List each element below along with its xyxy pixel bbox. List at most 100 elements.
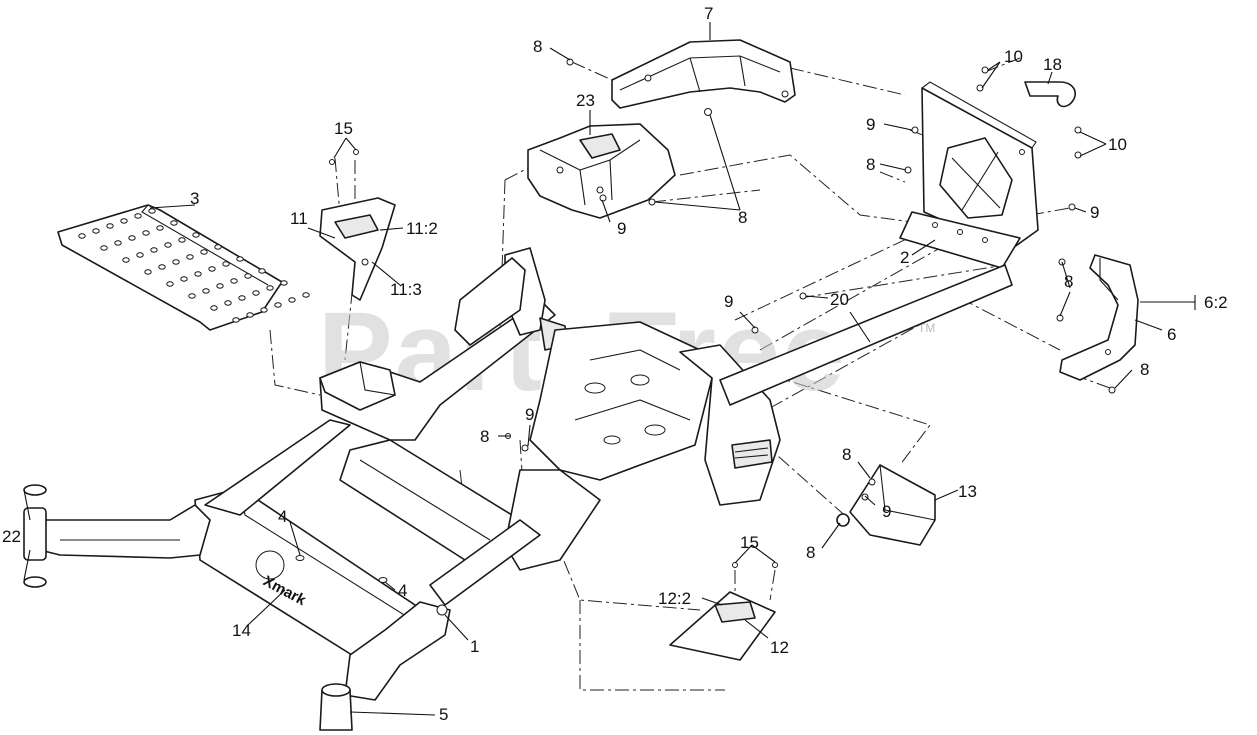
part-7-guard-bracket <box>611 39 796 109</box>
perforation-hole <box>164 242 172 248</box>
perforation-hole <box>224 300 232 306</box>
perforation-hole <box>188 293 196 299</box>
part-22-caster-bushings <box>23 484 47 588</box>
part-shield-plate <box>899 81 1039 269</box>
perforation-hole <box>120 218 128 224</box>
perforation-hole <box>128 235 136 241</box>
callout-8: 8 <box>1064 272 1073 291</box>
part-3-foot-plate <box>57 204 310 331</box>
callout-8: 8 <box>866 155 875 174</box>
callout-9: 9 <box>882 502 891 521</box>
callout-9: 9 <box>1090 203 1099 222</box>
perforation-hole <box>170 220 178 226</box>
perforation-hole <box>216 283 224 289</box>
perforation-hole <box>260 307 268 313</box>
perforation-hole <box>148 208 156 214</box>
part-23-bracket <box>527 123 676 219</box>
callout-4: 4 <box>278 507 287 526</box>
perforation-hole <box>106 223 114 229</box>
callout-18: 18 <box>1043 55 1062 74</box>
perforation-hole <box>214 244 222 250</box>
callout-9: 9 <box>724 292 733 311</box>
callout-4: 4 <box>398 581 407 600</box>
perforation-hole <box>166 281 174 287</box>
callout-labels: 7 8 10 18 23 15 9 10 8 3 11 11:2 9 8 9 2… <box>2 4 1228 724</box>
perforation-hole <box>244 273 252 279</box>
callout-5: 5 <box>439 705 448 724</box>
perforation-hole <box>122 257 130 263</box>
perforation-hole <box>266 285 274 291</box>
callout-10: 10 <box>1004 47 1023 66</box>
callout-15: 15 <box>740 533 759 552</box>
callout-12-2: 12:2 <box>658 589 691 608</box>
callout-20: 20 <box>830 290 849 309</box>
callout-22: 22 <box>2 527 21 546</box>
perforation-hole <box>144 269 152 275</box>
perforation-hole <box>150 247 158 253</box>
perforation-hole <box>156 225 164 231</box>
main-frame: Xmark <box>39 247 1013 701</box>
perforation-hole <box>258 268 266 274</box>
callout-9: 9 <box>525 405 534 424</box>
callout-11-3: 11:3 <box>390 280 422 299</box>
perforation-hole <box>252 290 260 296</box>
callout-8: 8 <box>1140 360 1149 379</box>
callout-15: 15 <box>334 119 353 138</box>
callout-8: 8 <box>842 445 851 464</box>
perforation-hole <box>246 312 254 318</box>
perforation-hole <box>186 254 194 260</box>
callout-6-2: 6:2 <box>1204 293 1228 312</box>
perforation-holes <box>78 208 310 323</box>
perforation-hole <box>136 252 144 258</box>
leader-lines <box>23 22 1196 716</box>
perforation-hole <box>236 256 244 262</box>
perforation-hole <box>180 276 188 282</box>
callout-23: 23 <box>576 91 595 110</box>
perforation-hole <box>142 230 150 236</box>
callout-14: 14 <box>232 621 251 640</box>
part-18-hook <box>1024 81 1076 108</box>
callout-13: 13 <box>958 482 977 501</box>
perforation-hole <box>280 280 288 286</box>
perforation-hole <box>230 278 238 284</box>
perforation-hole <box>232 317 240 323</box>
fasteners <box>295 58 1116 583</box>
perforation-hole <box>100 245 108 251</box>
perforation-hole <box>202 288 210 294</box>
perforation-hole <box>238 295 246 301</box>
part-11-bracket <box>319 197 396 301</box>
perforation-hole <box>158 264 166 270</box>
perforation-hole <box>178 237 186 243</box>
perforation-hole <box>194 271 202 277</box>
perforation-hole <box>78 233 86 239</box>
perforation-hole <box>222 261 230 267</box>
perforation-hole <box>92 228 100 234</box>
perforation-hole <box>134 213 142 219</box>
part-6-rear-bracket <box>1059 254 1139 381</box>
part-12-plate <box>669 591 776 661</box>
perforation-hole <box>288 297 296 303</box>
callout-12: 12 <box>770 638 789 657</box>
callout-8: 8 <box>533 37 542 56</box>
perforation-hole <box>200 249 208 255</box>
callout-11: 11 <box>290 209 308 228</box>
callout-6: 6 <box>1167 325 1176 344</box>
perforation-hole <box>172 259 180 265</box>
callout-9: 9 <box>617 219 626 238</box>
callout-9: 9 <box>866 115 875 134</box>
callout-8: 8 <box>480 427 489 446</box>
perforation-hole <box>274 302 282 308</box>
callout-1: 1 <box>470 637 479 656</box>
callout-2: 2 <box>900 248 909 267</box>
callout-11-2: 11:2 <box>406 219 438 238</box>
part-13-right-guard <box>849 464 936 546</box>
callout-8: 8 <box>806 543 815 562</box>
svg-text:TM: TM <box>918 321 935 335</box>
callout-7: 7 <box>704 4 713 23</box>
perforation-hole <box>114 240 122 246</box>
perforation-hole <box>302 292 310 298</box>
callout-3: 3 <box>190 189 199 208</box>
callout-8: 8 <box>738 208 747 227</box>
perforation-hole <box>192 232 200 238</box>
